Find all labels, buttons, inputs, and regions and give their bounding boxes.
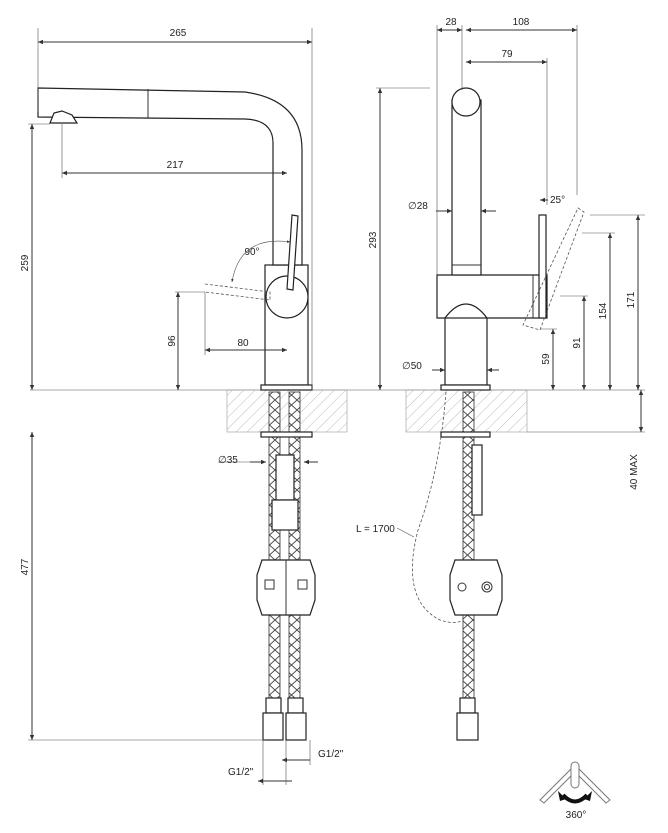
dim-91: 91 (572, 337, 583, 349)
rotation-360-icon: 360° (539, 761, 611, 821)
dim-25-deg: 25° (550, 195, 565, 206)
dim-217: 217 (167, 160, 184, 171)
dim-thread-right: G1/2" (318, 749, 344, 760)
front-view-dimensions: 28 108 79 293 ∅28 25° 171 154 91 59 ∅50 … (356, 17, 645, 538)
countertop (30, 389, 645, 433)
dim-28: 28 (445, 17, 457, 28)
dim-265: 265 (170, 28, 187, 39)
dim-59: 59 (541, 353, 552, 365)
dim-hose-length: L = 1700 (356, 524, 395, 535)
dim-79: 79 (501, 49, 513, 60)
dim-diameter-50: ∅50 (402, 361, 422, 372)
dim-171: 171 (626, 291, 637, 308)
dim-90-deg: 90° (244, 247, 259, 258)
dim-96: 96 (167, 335, 178, 347)
dim-40-max: 40 MAX (629, 454, 640, 490)
dim-108: 108 (513, 17, 530, 28)
side-view-faucet (37, 87, 316, 741)
side-view-dimensions: 265 217 259 90° 96 80 ∅35 477 G1/2" G1/2… (20, 28, 344, 785)
dim-259: 259 (20, 254, 31, 271)
dim-154: 154 (598, 302, 609, 319)
dim-477: 477 (20, 558, 31, 575)
dim-293: 293 (368, 231, 379, 248)
front-view-faucet (412, 87, 585, 741)
rotation-label: 360° (566, 810, 587, 821)
dim-diameter-35: ∅35 (218, 455, 238, 466)
dim-diameter-28: ∅28 (408, 201, 428, 212)
dim-80: 80 (237, 338, 249, 349)
dim-thread-left: G1/2" (228, 767, 254, 778)
